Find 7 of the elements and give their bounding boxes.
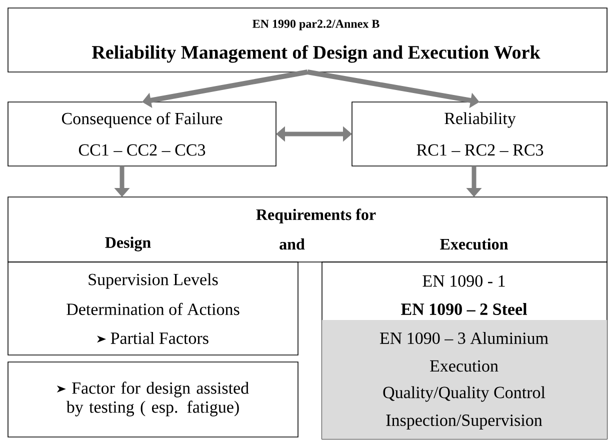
list-box: Supervision Levels Determination of Actions Partial Factors bbox=[8, 262, 298, 356]
title-box: EN 1990 par2.2/Annex B Reliability Management of Design and Execution Work bbox=[8, 8, 608, 72]
shaded-list-box: EN 1090 – 3 Aluminium Execution Quality/Quality Control Inspection/Supervision bbox=[322, 320, 607, 439]
category-box: Consequence of Failure CC1 – CC2 – CC3 bbox=[8, 102, 276, 166]
list-box: Factor for design assisted by testing ( esp. fatigue) bbox=[8, 362, 298, 438]
requirements-header-box: Requirements for Design and Execution bbox=[8, 196, 608, 262]
category-box: Reliability RC1 – RC2 – RC3 bbox=[352, 102, 608, 166]
